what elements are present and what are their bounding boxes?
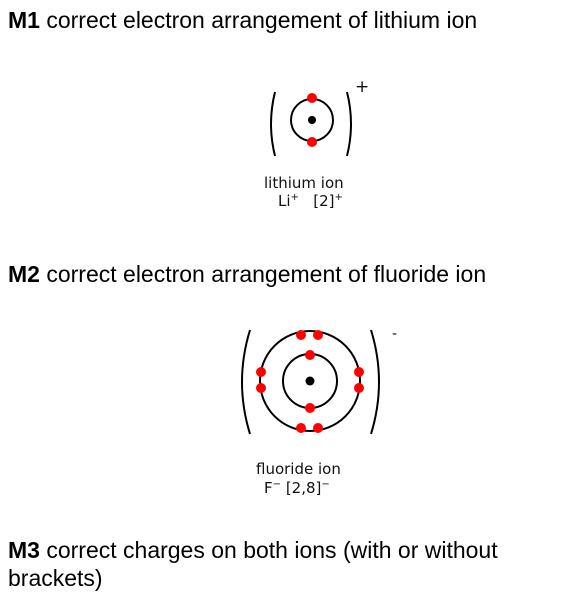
lithium-config: [2] <box>313 192 335 210</box>
electron <box>307 137 317 147</box>
m3-heading-continued: brackets) <box>8 564 103 592</box>
lithium-charge: + <box>355 77 369 97</box>
outer-shell <box>259 330 361 432</box>
nucleus <box>305 376 315 386</box>
right-bracket <box>370 329 380 435</box>
electron <box>354 383 364 393</box>
m1-heading: M1 correct electron arrangement of lithi… <box>8 6 477 34</box>
electron <box>256 383 266 393</box>
m1-code: M1 <box>8 7 40 33</box>
electron <box>307 93 317 103</box>
left-bracket <box>270 91 276 157</box>
nucleus <box>308 116 316 124</box>
fluoride-caption-name: fluoride ion <box>256 460 341 478</box>
electron <box>256 367 266 377</box>
electron <box>296 423 306 433</box>
electron <box>305 403 315 413</box>
m2-code: M2 <box>8 261 40 287</box>
fluoride-symbol-charge: − <box>272 479 282 490</box>
fluoride-config-charge: − <box>321 479 330 490</box>
lithium-caption-name: lithium ion <box>264 174 344 192</box>
electron <box>354 367 364 377</box>
lithium-symbol-charge: + <box>290 192 299 203</box>
fluoride-charge: - <box>392 326 397 342</box>
electron <box>305 350 315 360</box>
m3-heading: M3 correct charges on both ions (with or… <box>8 536 498 564</box>
fluoride-caption-formula: F− [2,8]− <box>264 479 330 497</box>
m1-text: correct electron arrangement of lithium … <box>46 7 478 33</box>
lithium-symbol: Li <box>278 192 291 210</box>
m3-text-line2: brackets) <box>8 565 103 591</box>
electron <box>313 423 323 433</box>
lithium-caption-formula: Li+ [2]+ <box>278 192 343 210</box>
lithium-config-charge: + <box>334 192 343 203</box>
electron <box>313 330 323 340</box>
electron <box>296 330 306 340</box>
m3-text: correct charges on both ions (with or wi… <box>46 537 498 563</box>
fluoride-symbol: F <box>264 479 273 497</box>
right-bracket <box>346 91 352 157</box>
m2-text: correct electron arrangement of fluoride… <box>46 261 487 287</box>
fluoride-ion-diagram: - <box>241 326 397 435</box>
m2-heading: M2 correct electron arrangement of fluor… <box>8 260 486 288</box>
left-bracket <box>241 329 251 435</box>
lithium-ion-diagram: + <box>270 77 369 157</box>
fluoride-config: [2,8] <box>285 479 322 497</box>
m3-code: M3 <box>8 537 40 563</box>
